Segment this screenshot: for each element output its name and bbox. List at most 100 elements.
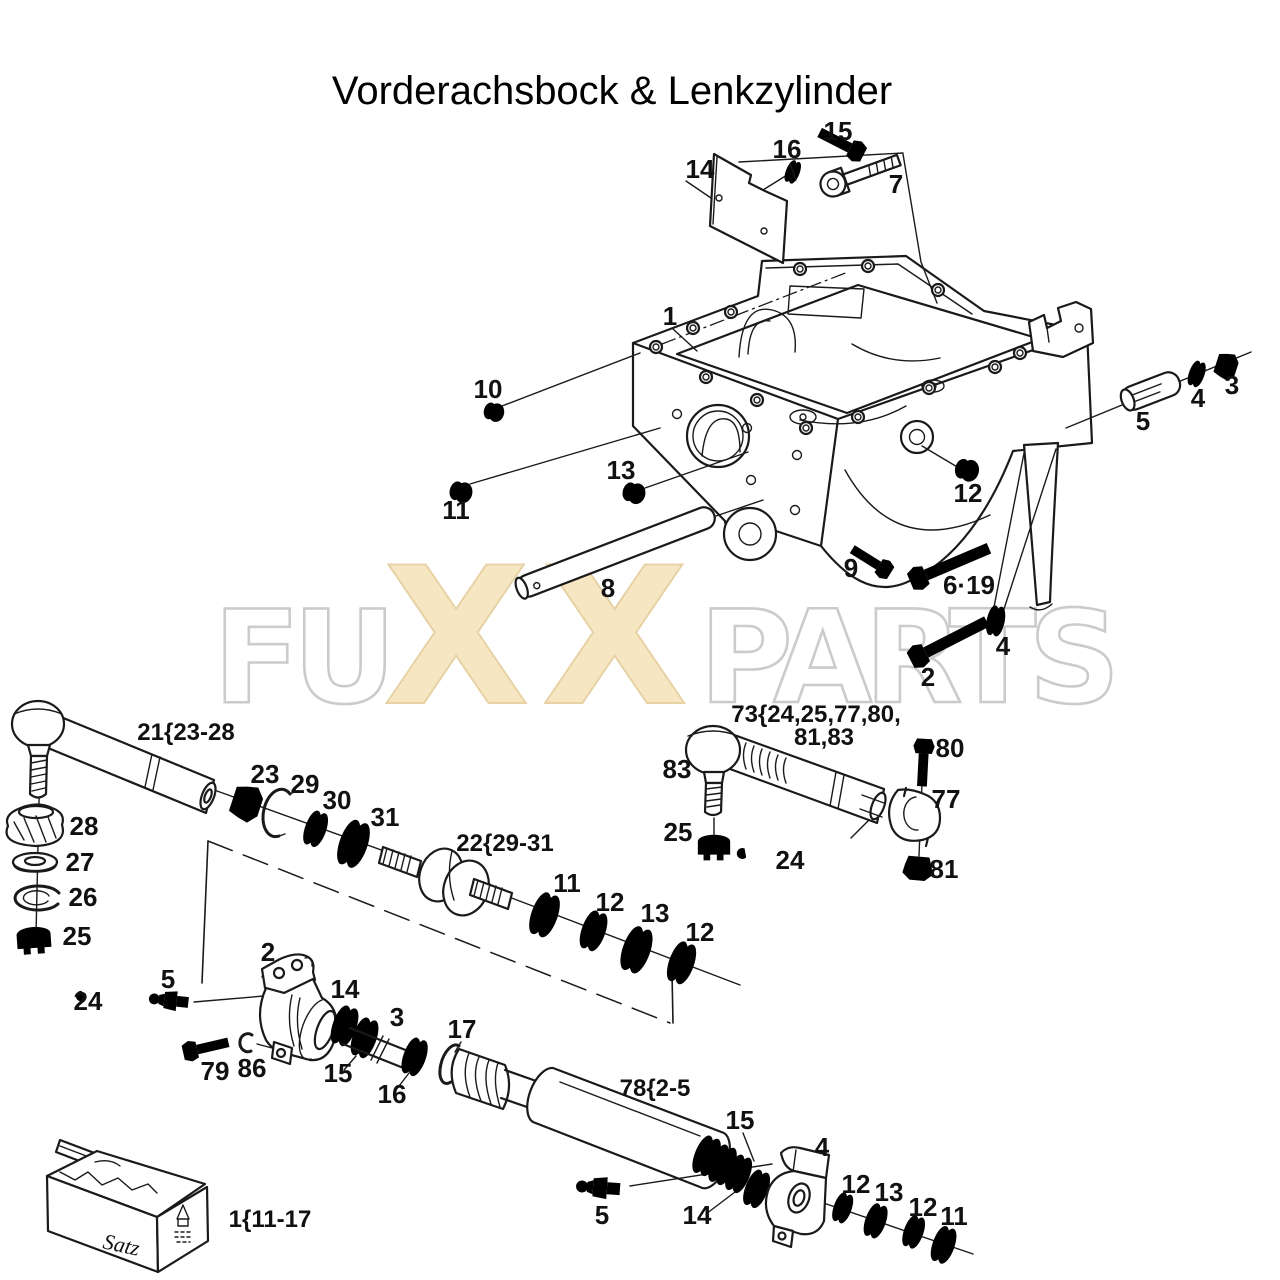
- part-label: 29: [291, 769, 320, 799]
- part-label: 5: [1136, 406, 1150, 436]
- piston-bushing: [450, 1047, 511, 1111]
- tie-rod-73: [684, 724, 887, 825]
- grease-fitting-5-lower: [575, 1175, 621, 1201]
- part-label: 73{24,25,77,80,: [731, 701, 901, 728]
- part-label: 13: [875, 1177, 904, 1207]
- fuxx-parts-watermark: FU XX PARTS: [212, 526, 1122, 749]
- piston-rod-3: [341, 1026, 410, 1069]
- part-label: 4: [1191, 383, 1206, 413]
- part-label: 8: [601, 573, 615, 603]
- part-label: 1: [663, 301, 677, 331]
- part-label: 14: [331, 974, 360, 1004]
- ring-16: [397, 1035, 432, 1079]
- part-label: 16: [378, 1079, 407, 1109]
- part-label: 10: [474, 374, 503, 404]
- part-label: 4: [815, 1132, 830, 1162]
- washer-86: [238, 1032, 254, 1054]
- part-label: 25: [63, 921, 92, 951]
- part-label: 22{29-31: [456, 830, 553, 857]
- exploded-view-diagram: [5, 122, 1252, 1274]
- part-label: 24: [776, 845, 805, 875]
- clevis-bracket-4: [764, 1146, 831, 1249]
- dust-boot-28: [5, 803, 65, 848]
- washer-27: [11, 851, 59, 873]
- part-label: 27: [66, 847, 95, 877]
- snap-ring-17: [438, 1043, 461, 1085]
- watermark-fu: FU: [213, 584, 388, 733]
- part-label: 81: [930, 854, 959, 884]
- part-label: 17: [448, 1014, 477, 1044]
- ball-joint-22: [377, 845, 514, 917]
- part-label: 3: [390, 1002, 404, 1032]
- part-label: 79: [201, 1056, 230, 1086]
- socket-bolt-7: [819, 153, 902, 198]
- part-label: 83: [663, 754, 692, 784]
- axle-support-housing: [631, 254, 1095, 611]
- part-label: 5: [595, 1200, 609, 1230]
- part-label: 25: [664, 817, 693, 847]
- ring-13-mid: [615, 923, 658, 977]
- part-label: 24: [74, 986, 103, 1016]
- part-label: 26: [69, 882, 98, 912]
- snap-ring-26: [13, 884, 61, 912]
- housing-support-arm: [1022, 441, 1060, 611]
- watermark-xx: XX: [383, 527, 700, 748]
- part-label: 13: [607, 455, 636, 485]
- part-label: 2: [261, 937, 275, 967]
- part-label: 4: [996, 631, 1011, 661]
- part-label: 86: [238, 1053, 267, 1083]
- kit-boundary-lines: [201, 840, 674, 1024]
- box-logo: [174, 1204, 193, 1243]
- page-title: Vorderachsbock & Lenkzylinder: [332, 69, 892, 113]
- castle-nut-25-mid: [697, 834, 731, 861]
- part-label: 12: [954, 478, 983, 508]
- part-label: 14: [683, 1200, 712, 1230]
- castle-nut-25-left: [16, 925, 52, 956]
- part-label: 11: [553, 868, 581, 898]
- part-label: 15: [726, 1105, 755, 1135]
- part-label: 31: [371, 802, 400, 832]
- part-label: 28: [70, 811, 99, 841]
- part-label: 13: [641, 898, 670, 928]
- part-label: 15: [824, 116, 853, 146]
- part-label: 80: [936, 733, 965, 763]
- clamp-77: [887, 786, 942, 848]
- lock-washer-16: [782, 158, 804, 186]
- part-label: 12: [596, 887, 625, 917]
- part-label: 12: [842, 1169, 871, 1199]
- part-label: 16: [773, 134, 802, 164]
- clip-29: [261, 787, 297, 839]
- part-label: 9: [844, 553, 858, 583]
- pivot-pin-8: [514, 506, 716, 600]
- part-label: 12: [686, 917, 715, 947]
- clamp-bolt-80: [911, 738, 936, 787]
- part-label: 6·19: [943, 570, 995, 600]
- leader-lines: [35, 152, 1252, 1255]
- cover-plate: [708, 152, 789, 265]
- housing-bolt-bosses: [648, 258, 1068, 436]
- part-label: 78{2-5: [620, 1075, 691, 1102]
- part-label: 11: [442, 495, 470, 525]
- part-label: 1{11-17: [229, 1206, 312, 1233]
- leader-15-lower: [742, 1132, 755, 1162]
- part-label: 77: [932, 784, 961, 814]
- bushing-31: [332, 816, 375, 871]
- tie-rod-21: [10, 699, 217, 815]
- part-label: 30: [323, 785, 352, 815]
- part-label: 2: [921, 662, 935, 692]
- part-label: 15: [324, 1058, 353, 1088]
- part-label: 81,83: [794, 724, 854, 751]
- clamp-pin-5: [1119, 371, 1182, 412]
- gland-housing-2: [258, 953, 338, 1066]
- part-label: 7: [889, 169, 903, 199]
- part-label: 12: [909, 1192, 938, 1222]
- part-label: 23: [251, 759, 280, 789]
- ring-13-low: [860, 1201, 892, 1241]
- leader-14-lower: [705, 1191, 736, 1215]
- housing-top-bracket: [1027, 300, 1095, 359]
- kit-box: [45, 1138, 210, 1274]
- part-label: 21{23-28: [137, 719, 234, 746]
- part-label: 14: [686, 154, 715, 184]
